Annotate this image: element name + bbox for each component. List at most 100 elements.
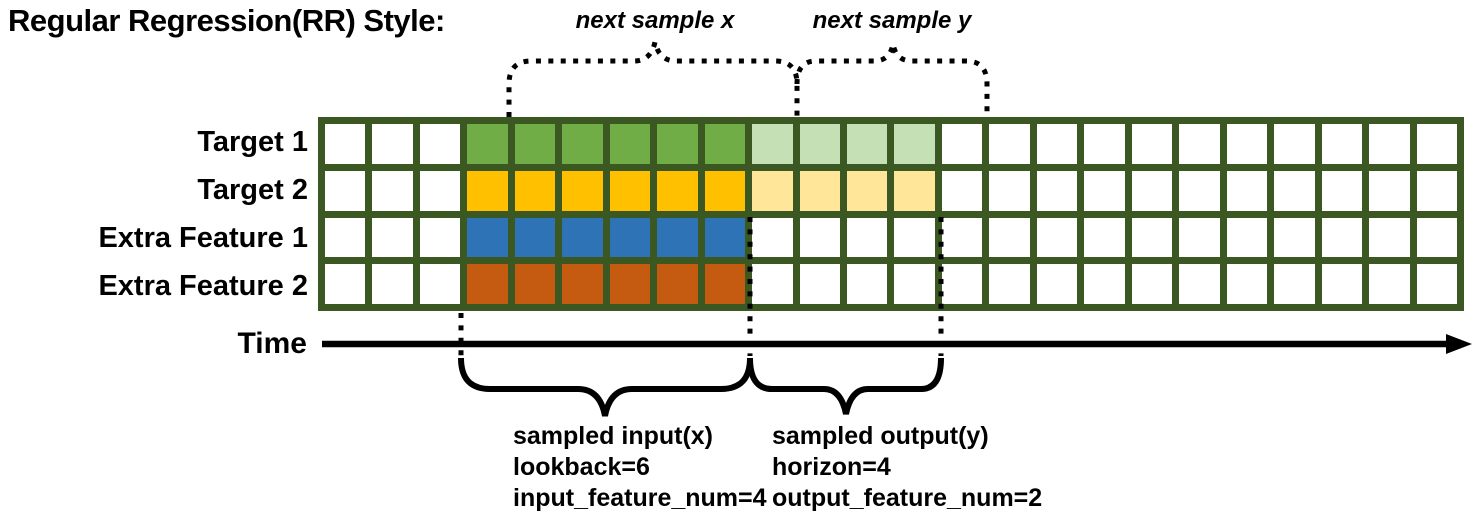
grid-cell [657, 124, 698, 164]
grid-cell [941, 124, 983, 164]
input-feature-num-value: input_feature_num=4 [513, 484, 767, 512]
grid-cell [1416, 264, 1457, 304]
grid-cell [752, 170, 793, 211]
grid-cell [1036, 124, 1078, 164]
next-sample-x-brace [506, 41, 800, 117]
grid-cell [989, 217, 1030, 258]
grid-cell [1084, 264, 1125, 304]
grid-cell [467, 124, 508, 164]
grid-cell [1274, 217, 1315, 258]
grid-cell [1036, 217, 1078, 258]
grid-cell [847, 264, 888, 304]
time-axis-label: Time [237, 327, 307, 360]
row-label-extra-feature-1: Extra Feature 1 [98, 222, 308, 254]
sample-grid [318, 117, 1464, 311]
grid-cell [894, 217, 935, 258]
grid-cell [941, 264, 983, 304]
grid-cell [467, 170, 508, 211]
grid-cell [372, 264, 413, 304]
grid-cell [1321, 124, 1363, 164]
grid-cell [467, 264, 508, 304]
grid-cell [1179, 170, 1220, 211]
grid-cell [704, 124, 746, 164]
grid-cell [799, 124, 841, 164]
output-feature-num-value: output_feature_num=2 [772, 484, 1043, 512]
sampled-output-brace [747, 357, 944, 415]
grid-cell [657, 217, 698, 258]
grid-cell [325, 217, 366, 258]
grid-cell [514, 124, 556, 164]
grid-cell [609, 264, 651, 304]
grid-cell [1369, 170, 1410, 211]
grid-cell [419, 170, 461, 211]
time-axis-arrowhead-icon [1446, 334, 1472, 354]
grid-cell [752, 124, 793, 164]
grid-cell [562, 124, 603, 164]
horizon-value: horizon=4 [772, 453, 891, 481]
grid-cell [1084, 170, 1125, 211]
grid-cell [799, 264, 841, 304]
grid-cell [941, 170, 983, 211]
row-label-target-2: Target 2 [197, 174, 308, 206]
next-sample-x-label: next sample x [575, 7, 735, 34]
grid-cell [1131, 170, 1173, 211]
grid-cell [467, 217, 508, 258]
grid-cell [609, 124, 651, 164]
grid-cell [847, 124, 888, 164]
grid-cell [1131, 124, 1173, 164]
grid-cell [941, 217, 983, 258]
grid-cell [372, 124, 413, 164]
grid-cell [514, 217, 556, 258]
grid-cell [609, 217, 651, 258]
grid-cell [657, 170, 698, 211]
grid-cell [325, 264, 366, 304]
grid-cell [799, 170, 841, 211]
grid-cell [1369, 124, 1410, 164]
sampled-output-annotation: sampled output(y) horizon=4 output_featu… [772, 421, 1042, 514]
grid-cell [1179, 124, 1220, 164]
grid-cell [752, 264, 793, 304]
grid-cell [372, 170, 413, 211]
grid-cell [1131, 264, 1173, 304]
grid-cell [1226, 170, 1268, 211]
grid-cell [989, 264, 1030, 304]
grid-cell [1321, 264, 1363, 304]
grid-cell [1226, 217, 1268, 258]
grid-cell [1036, 170, 1078, 211]
grid-cell [1274, 124, 1315, 164]
grid-cell [419, 217, 461, 258]
page-title: Regular Regression(RR) Style: [8, 3, 445, 38]
next-sample-y-label: next sample y [812, 7, 972, 34]
grid-cell [562, 217, 603, 258]
grid-cell [989, 124, 1030, 164]
grid-cell [1226, 124, 1268, 164]
grid-cell [847, 170, 888, 211]
grid-cell [704, 217, 746, 258]
grid-cell [1226, 264, 1268, 304]
grid-cell [989, 170, 1030, 211]
grid-cell [562, 264, 603, 304]
sampled-output-title: sampled output(y) [772, 422, 989, 450]
grid-cell [1084, 217, 1125, 258]
grid-cell [325, 170, 366, 211]
grid-cell [704, 264, 746, 304]
grid-cell [1274, 170, 1315, 211]
grid-cell [1321, 170, 1363, 211]
grid-cell [1369, 264, 1410, 304]
grid-cell [1179, 264, 1220, 304]
grid-cell [609, 170, 651, 211]
grid-cell [372, 217, 413, 258]
grid-cell [704, 170, 746, 211]
grid-cell [752, 217, 793, 258]
grid-cell [1131, 217, 1173, 258]
grid-cell [514, 264, 556, 304]
grid-cell [1084, 124, 1125, 164]
grid-cell [894, 264, 935, 304]
row-label-extra-feature-2: Extra Feature 2 [98, 270, 308, 302]
sampled-input-title: sampled input(x) [513, 422, 714, 450]
grid-cell [1369, 217, 1410, 258]
lookback-value: lookback=6 [513, 453, 650, 481]
grid-cell [514, 170, 556, 211]
grid-cell [562, 170, 603, 211]
